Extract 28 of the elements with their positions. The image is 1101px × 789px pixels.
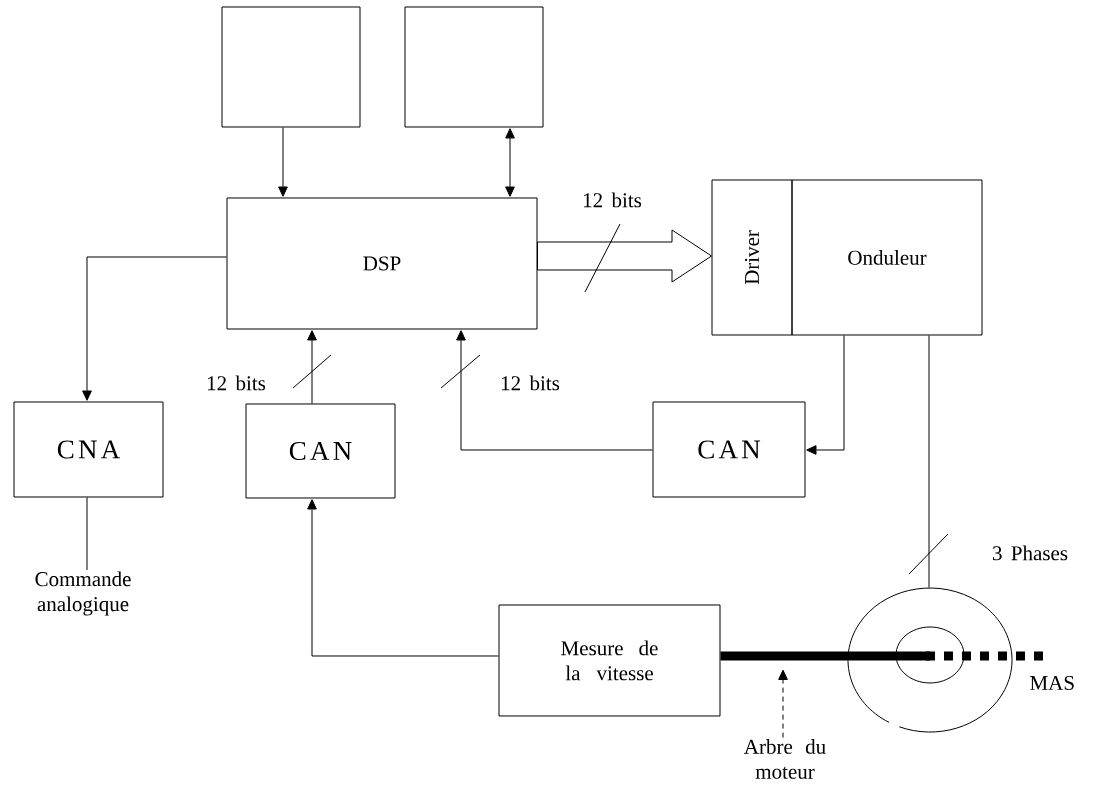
motor-shaft bbox=[720, 651, 930, 661]
arrow bbox=[82, 256, 227, 401]
connector-line bbox=[928, 335, 930, 588]
leader-arrow bbox=[778, 669, 788, 739]
arrow bbox=[806, 335, 845, 455]
converter-box: CNA bbox=[13, 401, 164, 498]
bus-arrow bbox=[537, 229, 712, 283]
inverter-box: Onduleur bbox=[791, 179, 983, 336]
motor-label: MAS bbox=[1030, 675, 1074, 691]
process-box: Mesure de la vitesse bbox=[498, 604, 721, 717]
driver-box: Driver bbox=[711, 179, 793, 336]
arrow bbox=[278, 127, 288, 197]
edge-label: 12 bits bbox=[208, 375, 266, 391]
arrow bbox=[307, 330, 317, 404]
process-box: DSP bbox=[226, 197, 538, 330]
converter-box: CAN bbox=[652, 401, 806, 498]
arrow bbox=[456, 330, 653, 451]
empty-box bbox=[221, 6, 361, 128]
connector-line bbox=[86, 497, 88, 571]
edge-label: 12 bits bbox=[502, 375, 560, 391]
edge-label: 3 Phases bbox=[992, 545, 1068, 561]
arrow bbox=[307, 499, 499, 657]
output-label: Commande analogique bbox=[35, 571, 131, 616]
arrow bbox=[505, 128, 515, 197]
shaft-label: Arbre du moteur bbox=[744, 739, 826, 779]
converter-box: CAN bbox=[245, 403, 396, 499]
edge-label: 12 bits bbox=[584, 192, 642, 208]
empty-box bbox=[404, 6, 544, 128]
